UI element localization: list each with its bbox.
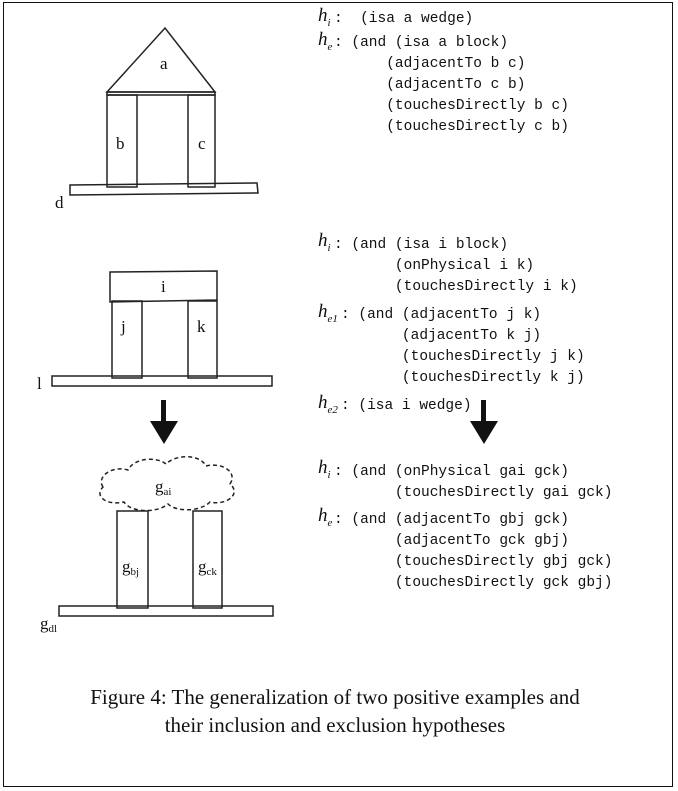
ex2-he1-line-3: (touchesDirectly k j): [341, 370, 585, 386]
block-i: [109, 270, 218, 303]
gen-hi-line-0: : (and (onPhysical gai gck): [334, 464, 569, 480]
caption-line-2: their inclusion and exclusion hypotheses: [164, 713, 506, 738]
ex2-he1-line-1: (adjacentTo k j): [341, 328, 542, 344]
arrow-left: [150, 400, 178, 444]
ex1-he-line-0: : (and (isa a block): [334, 35, 509, 51]
label-c: c: [198, 134, 206, 153]
example2-sketch: [51, 270, 273, 387]
figure-caption: Figure 4: The generalization of two posi…: [0, 683, 670, 740]
caption-line-1: Figure 4: The generalization of two posi…: [90, 685, 580, 709]
block-top-a: [106, 91, 216, 96]
gen-hi-line-1: (touchesDirectly gai gck): [334, 485, 613, 501]
ex2-he1-label: he1: [318, 301, 338, 325]
ex2-he2-text: : (isa i wedge): [341, 398, 472, 414]
label-a: a: [160, 54, 168, 73]
ex2-hi-line-2: (touchesDirectly i k): [334, 279, 578, 295]
gen-he-line-1: (adjacentTo gck gbj): [334, 533, 569, 549]
ex1-hi-label: hi: [318, 5, 331, 29]
pillar-c: [187, 94, 216, 188]
label-gck: gck: [198, 557, 217, 578]
ex1-he-line-3: (touchesDirectly b c): [334, 98, 569, 114]
pillar-gck: [192, 510, 223, 609]
label-k: k: [197, 317, 206, 336]
ex1-he-line-1: (adjacentTo b c): [334, 56, 526, 72]
pillar-j: [111, 300, 143, 379]
pillar-b: [106, 94, 138, 188]
gen-he-line-0: : (and (adjacentTo gbj gck): [334, 512, 569, 528]
ex1-he-line-2: (adjacentTo c b): [334, 77, 526, 93]
ex2-hi-line-1: (onPhysical i k): [334, 258, 535, 274]
label-d: d: [55, 193, 64, 212]
pillar-k: [187, 300, 218, 379]
gen-he-label: he: [318, 505, 333, 529]
ex1-hi-text: : (isa a wedge): [334, 11, 474, 27]
ground-d: [69, 182, 259, 196]
generalized-sketch: [58, 456, 274, 617]
figure-frame: [3, 2, 673, 787]
label-l: l: [37, 374, 42, 393]
label-b: b: [116, 134, 125, 153]
label-i: i: [161, 277, 166, 296]
gen-he-line-3: (touchesDirectly gck gbj): [334, 575, 613, 591]
ex2-hi-line-0: : (and (isa i block): [334, 237, 509, 253]
example1-sketch: [69, 26, 259, 196]
pillar-gbj: [116, 510, 149, 609]
label-gbj: gbj: [122, 557, 140, 578]
label-gdl: gdl: [40, 614, 58, 635]
arrow-right: [470, 400, 498, 444]
ground-l: [51, 375, 273, 387]
ex2-hi-label: hi: [318, 230, 331, 254]
label-gai: gai: [155, 477, 172, 498]
ex2-he1-line-0: : (and (adjacentTo j k): [341, 307, 542, 323]
ex2-he1-line-2: (touchesDirectly j k): [341, 349, 585, 365]
cloud-gai: [99, 456, 235, 512]
ex1-he-line-4: (touchesDirectly c b): [334, 119, 569, 135]
gen-hi-label: hi: [318, 457, 331, 481]
ex1-he-label: he: [318, 29, 333, 53]
ex2-he2-label: he2: [318, 392, 338, 416]
gen-he-line-2: (touchesDirectly gbj gck): [334, 554, 613, 570]
label-j: j: [121, 317, 126, 336]
ground-gdl: [58, 605, 274, 617]
